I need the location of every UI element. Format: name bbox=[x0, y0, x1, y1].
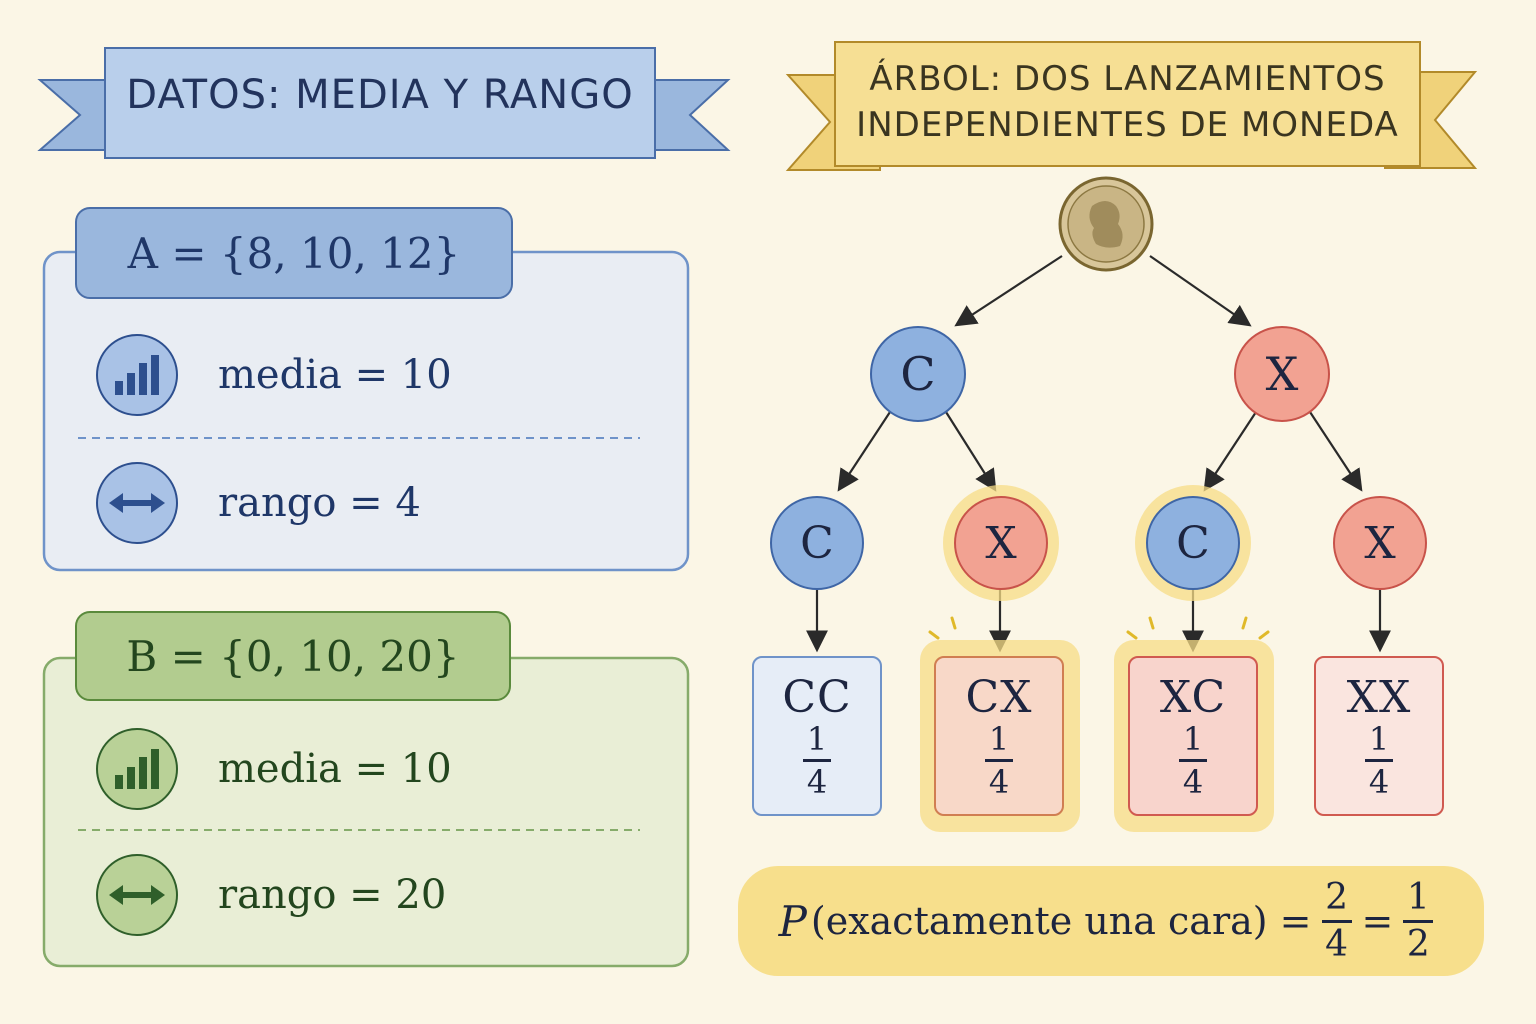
outcome-probability: 1 4 bbox=[1365, 723, 1393, 798]
outcome-cx: CX 1 4 bbox=[934, 656, 1064, 816]
tree-node-label: C bbox=[1176, 517, 1210, 569]
outcome-label: CC bbox=[782, 672, 852, 723]
outcome-xx: XX 1 4 bbox=[1314, 656, 1444, 816]
tree-node-label: C bbox=[800, 517, 834, 569]
fraction-numerator: 1 bbox=[1368, 720, 1390, 758]
fraction-numerator: 1 bbox=[1406, 876, 1430, 918]
outcome-xc: XC 1 4 bbox=[1128, 656, 1258, 816]
bar-chart-icon bbox=[96, 728, 178, 810]
probability-formula: P (exactamente una cara) = 2 4 = 1 2 bbox=[738, 866, 1484, 976]
outcome-label: XX bbox=[1346, 672, 1412, 723]
set-b-mean-row: media = 10 bbox=[96, 728, 452, 810]
formula-p: P bbox=[778, 896, 807, 946]
fraction-denominator: 4 bbox=[988, 763, 1010, 801]
tree-node-label: X bbox=[1265, 347, 1299, 401]
outcome-label: XC bbox=[1159, 672, 1227, 723]
outcome-cc: CC 1 4 bbox=[752, 656, 882, 816]
right-banner-title: ÁRBOL: DOS LANZAMIENTOS INDEPENDIENTES D… bbox=[835, 56, 1420, 148]
double-arrow-icon bbox=[96, 462, 178, 544]
set-a-mean-row: media = 10 bbox=[96, 334, 452, 416]
fraction-denominator: 4 bbox=[1325, 923, 1348, 965]
formula-event: (exactamente una cara) = bbox=[810, 899, 1312, 943]
set-b-mean: media = 10 bbox=[218, 746, 452, 792]
right-banner-line1: ÁRBOL: DOS LANZAMIENTOS bbox=[869, 59, 1386, 99]
set-a-mean: media = 10 bbox=[218, 352, 452, 398]
left-banner-title: DATOS: MEDIA Y RANGO bbox=[126, 72, 634, 118]
formula-fraction-2: 1 2 bbox=[1403, 876, 1434, 965]
tree-arrows bbox=[806, 255, 1391, 653]
left-ribbon bbox=[37, 47, 731, 159]
tree-node-label: C bbox=[900, 347, 936, 401]
fraction-numerator: 2 bbox=[1325, 876, 1348, 918]
fraction-numerator: 1 bbox=[1182, 720, 1204, 758]
outcome-label: CX bbox=[965, 672, 1033, 723]
outcome-probability: 1 4 bbox=[985, 723, 1013, 798]
right-ribbon bbox=[785, 41, 1478, 171]
tree-node-label: X bbox=[985, 517, 1017, 569]
formula-fraction-1: 2 4 bbox=[1321, 876, 1352, 965]
fraction-denominator: 2 bbox=[1406, 923, 1430, 965]
set-a-range: rango = 4 bbox=[218, 480, 421, 526]
tree-node-level2-cx: X bbox=[954, 496, 1048, 590]
tree-node-level1-x: X bbox=[1234, 326, 1330, 422]
tree-node-level2-xx: X bbox=[1333, 496, 1427, 590]
fraction-numerator: 1 bbox=[806, 720, 828, 758]
set-b-range-row: rango = 20 bbox=[96, 854, 446, 936]
tree-node-label: X bbox=[1364, 517, 1396, 569]
right-banner-line2: INDEPENDIENTES DE MONEDA bbox=[856, 105, 1399, 145]
fraction-denominator: 4 bbox=[806, 763, 828, 801]
bar-chart-icon bbox=[96, 334, 178, 416]
set-b-range: rango = 20 bbox=[218, 872, 447, 918]
tree-node-level2-cc: C bbox=[770, 496, 864, 590]
double-arrow-icon bbox=[96, 854, 178, 936]
fraction-denominator: 4 bbox=[1368, 763, 1390, 801]
set-b-label: B = {0, 10, 20} bbox=[126, 631, 460, 681]
set-a-range-row: rango = 4 bbox=[96, 462, 421, 544]
fraction-numerator: 1 bbox=[988, 720, 1010, 758]
outcome-probability: 1 4 bbox=[803, 723, 831, 798]
tree-node-level1-c: C bbox=[870, 326, 966, 422]
coin-icon bbox=[1058, 176, 1154, 272]
formula-equals: = bbox=[1361, 899, 1394, 943]
fraction-denominator: 4 bbox=[1182, 763, 1204, 801]
outcome-probability: 1 4 bbox=[1179, 723, 1207, 798]
tree-node-level2-xc: C bbox=[1146, 496, 1240, 590]
set-a-label: A = {8, 10, 12} bbox=[127, 228, 461, 278]
